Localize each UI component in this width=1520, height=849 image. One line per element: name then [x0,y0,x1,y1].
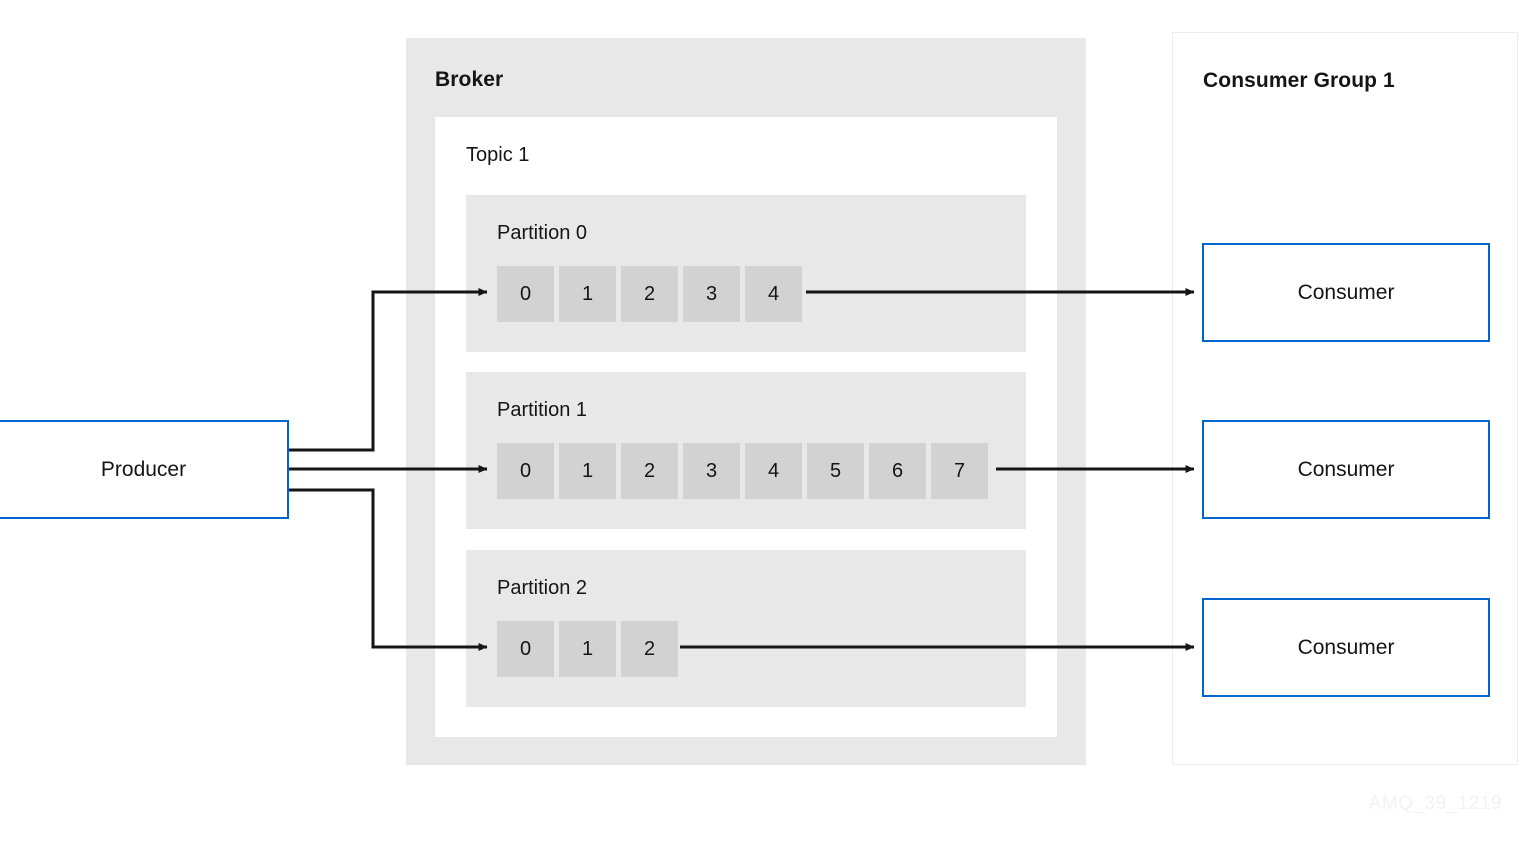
offset-cell: 7 [931,443,988,499]
offset-cell: 5 [807,443,864,499]
partition-1-offsets: 0 1 2 3 4 5 6 7 [497,443,988,499]
offset-cell: 1 [559,443,616,499]
partition-1-title: Partition 1 [497,399,588,421]
offset-cell: 4 [745,443,802,499]
partition-2-offsets: 0 1 2 [497,621,678,677]
offset-cell: 0 [497,621,554,677]
offset-cell: 4 [745,266,802,322]
topic-title: Topic 1 [466,144,530,166]
offset-cell: 6 [869,443,926,499]
offset-cell: 1 [559,621,616,677]
consumer-group-title: Consumer Group 1 [1203,69,1395,92]
offset-cell: 0 [497,266,554,322]
partition-0: Partition 0 0 1 2 3 4 [466,195,1026,352]
consumer-box-3: Consumer [1202,598,1490,697]
consumer-box-2: Consumer [1202,420,1490,519]
offset-cell: 2 [621,443,678,499]
partition-0-title: Partition 0 [497,222,588,244]
partition-2-title: Partition 2 [497,577,588,599]
offset-cell: 3 [683,266,740,322]
partition-1: Partition 1 0 1 2 3 4 5 6 7 [466,372,1026,529]
offset-cell: 2 [621,621,678,677]
broker-title: Broker [435,68,504,91]
partition-2: Partition 2 0 1 2 [466,550,1026,707]
offset-cell: 0 [497,443,554,499]
offset-cell: 3 [683,443,740,499]
consumer-box-1: Consumer [1202,243,1490,342]
producer-box: Producer [0,420,289,519]
offset-cell: 1 [559,266,616,322]
watermark-label: AMQ_39_1219 [1368,793,1502,814]
partition-0-offsets: 0 1 2 3 4 [497,266,802,322]
offset-cell: 2 [621,266,678,322]
